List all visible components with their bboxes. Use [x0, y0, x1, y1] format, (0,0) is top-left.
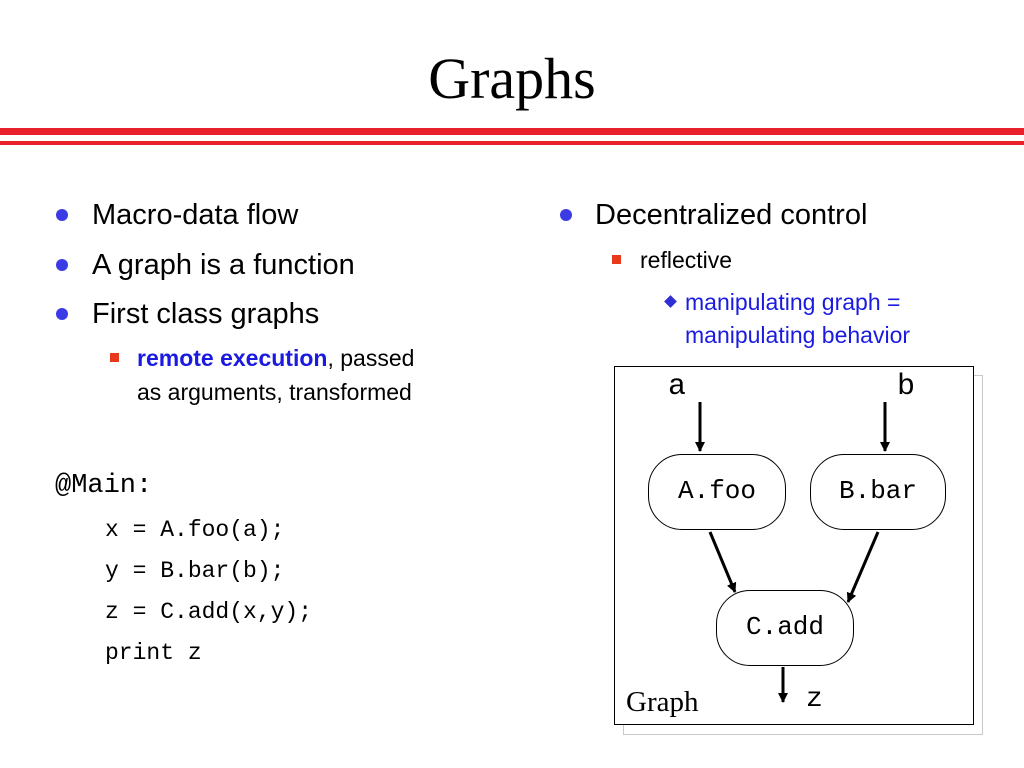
- sub-bullet-square-icon: [612, 255, 621, 264]
- remote-execution-highlight: remote execution: [137, 345, 328, 371]
- graph-node-add: C.add: [716, 590, 854, 666]
- slide-title: Graphs: [428, 46, 596, 111]
- sub-sub-bullet-line2: manipulating behavior: [685, 322, 911, 348]
- code-line: z = C.add(x,y);: [105, 599, 313, 625]
- sub-sub-bullet-line1: manipulating graph =: [685, 289, 901, 315]
- graph-output-z: z: [806, 684, 823, 715]
- bullet-macro-data-flow: Macro-data flow: [92, 199, 299, 231]
- sub-bullet-square-icon: [110, 353, 119, 362]
- sub-bullet-reflective: reflective: [640, 247, 733, 273]
- code-line: y = B.bar(b);: [105, 558, 285, 584]
- bullet-dot-icon: [560, 209, 572, 221]
- bullet-first-class-graphs: First class graphs: [92, 298, 320, 330]
- graph-caption: Graph: [626, 686, 699, 718]
- graph-input-b: b: [897, 370, 916, 404]
- bullet-decentralized-control: Decentralized control: [595, 199, 868, 231]
- bullet-dot-icon: [56, 259, 68, 271]
- sub-bullet-remote-execution: remote execution, passed: [137, 341, 414, 375]
- code-header: @Main:: [55, 471, 153, 501]
- sub-bullet-rest-line2: as arguments, transformed: [137, 379, 412, 405]
- code-line: x = A.foo(a);: [105, 517, 285, 543]
- graph-node-foo: A.foo: [648, 454, 786, 530]
- graph-node-bar: B.bar: [810, 454, 946, 530]
- bullet-graph-is-function: A graph is a function: [92, 249, 355, 281]
- title-rule-thin: [0, 141, 1024, 145]
- title-rule-thick: [0, 128, 1024, 135]
- sub-bullet-rest-line1: , passed: [327, 345, 415, 371]
- edge-foo-to-add: [708, 531, 737, 593]
- edge-bar-to-add: [846, 531, 880, 603]
- code-line: print z: [105, 640, 202, 666]
- bullet-dot-icon: [56, 209, 68, 221]
- bullet-dot-icon: [56, 308, 68, 320]
- graph-input-a: a: [668, 370, 687, 404]
